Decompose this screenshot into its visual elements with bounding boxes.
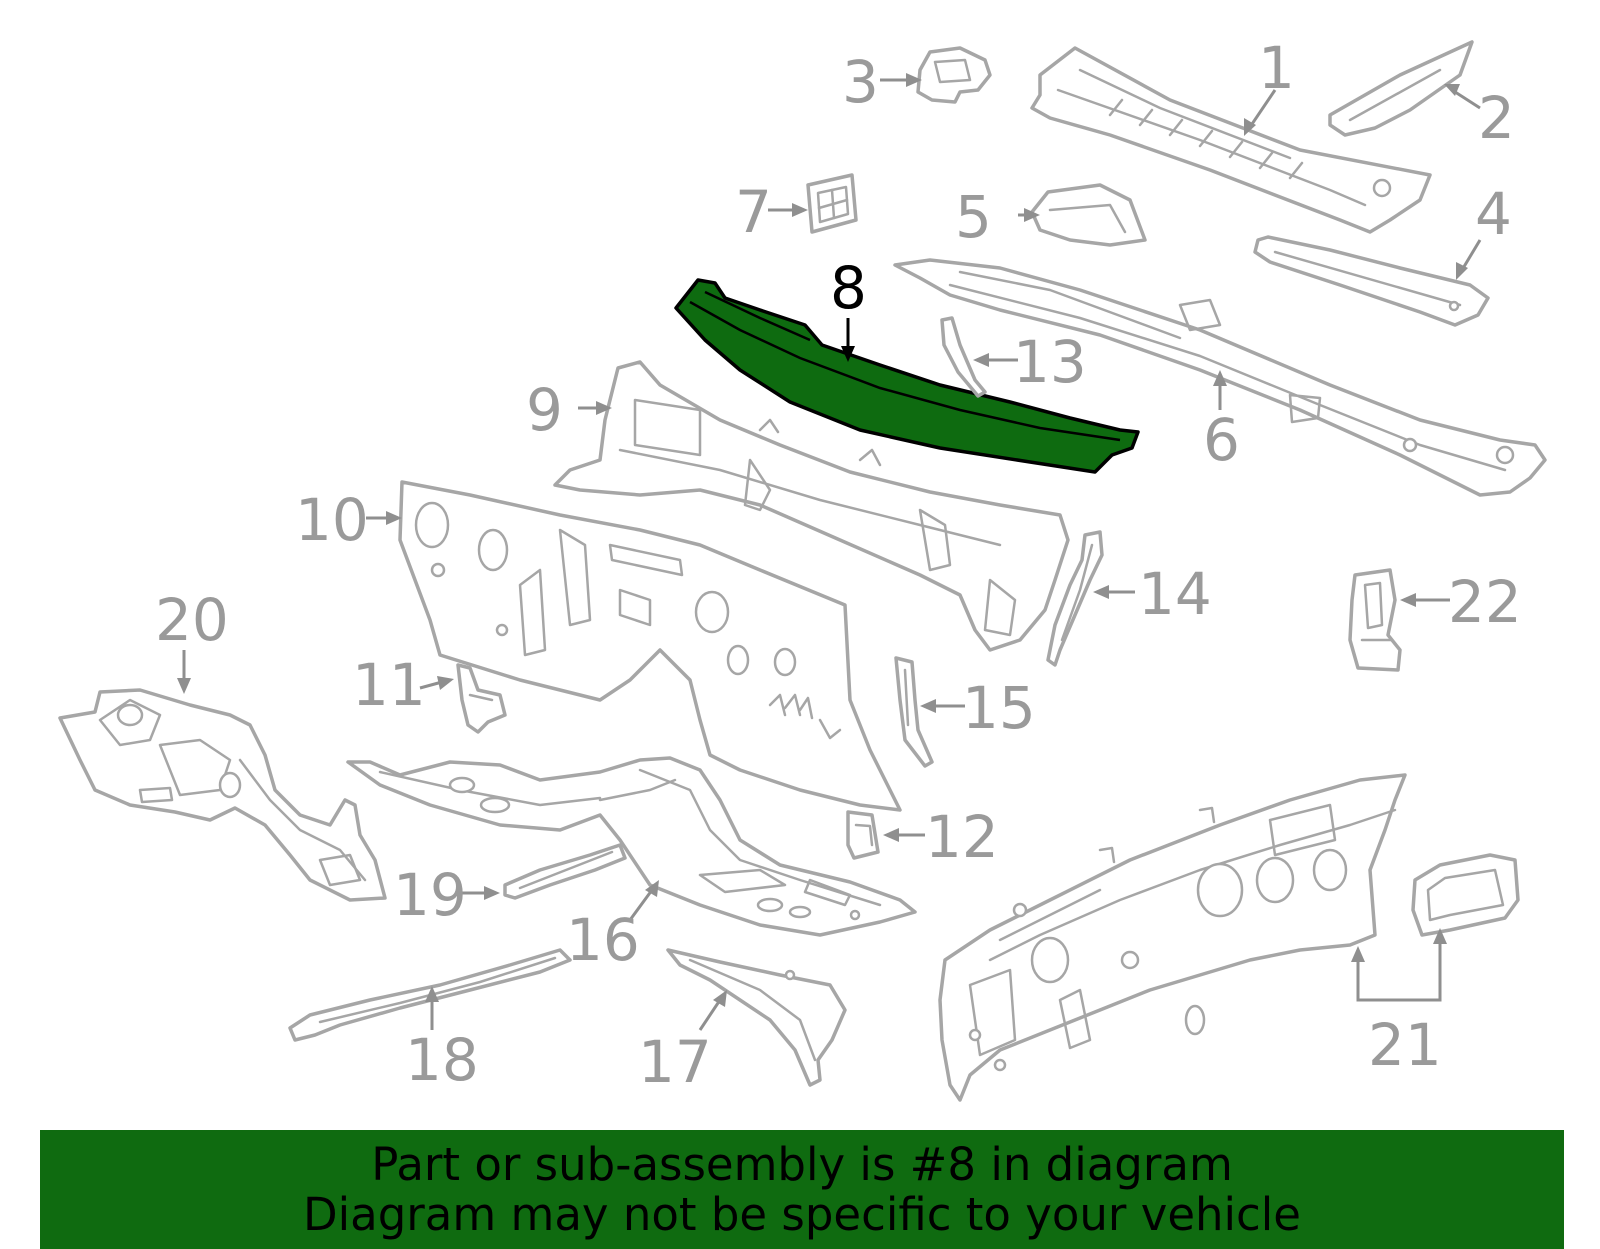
callout-5: 5 bbox=[955, 183, 992, 251]
part-3-bracket[interactable] bbox=[916, 46, 992, 104]
callout-12: 12 bbox=[925, 803, 999, 871]
part-21-dash-assembly[interactable] bbox=[938, 773, 1407, 1102]
part-22-bracket[interactable] bbox=[1348, 568, 1402, 672]
part-8-highlighted[interactable] bbox=[674, 278, 1140, 474]
callout-18: 18 bbox=[405, 1026, 479, 1094]
part-15-brace[interactable] bbox=[894, 656, 934, 768]
part-13-bracket[interactable] bbox=[940, 316, 987, 398]
callout-21: 21 bbox=[1368, 1011, 1442, 1079]
callout-labels: 1 2 3 4 5 6 7 8 9 10 11 12 13 14 15 16 1… bbox=[155, 34, 1522, 1096]
part-4-reinforcement[interactable] bbox=[1253, 235, 1490, 327]
callout-11: 11 bbox=[352, 651, 426, 719]
part-2-side-trim[interactable] bbox=[1328, 40, 1474, 137]
part-14-pillar-brace[interactable] bbox=[1046, 530, 1104, 667]
banner-line-2: Diagram may not be specific to your vehi… bbox=[303, 1187, 1301, 1241]
part-10-dash-panel[interactable] bbox=[398, 480, 902, 812]
callout-14: 14 bbox=[1138, 560, 1212, 628]
callout-3: 3 bbox=[842, 48, 879, 116]
banner-line-1: Part or sub-assembly is #8 in diagram bbox=[371, 1137, 1233, 1191]
part-1-cowl-panel[interactable] bbox=[1030, 46, 1432, 234]
callout-7: 7 bbox=[735, 178, 772, 246]
part-21-cover-plate[interactable] bbox=[1411, 853, 1520, 937]
part-16-floor-pan[interactable] bbox=[346, 756, 917, 937]
part-12-clip[interactable] bbox=[846, 810, 880, 860]
part-7-grommet[interactable] bbox=[806, 173, 858, 234]
callout-15: 15 bbox=[962, 674, 1036, 742]
callout-4: 4 bbox=[1475, 180, 1512, 248]
part-5-cover[interactable] bbox=[1030, 183, 1147, 247]
callout-9: 9 bbox=[526, 376, 563, 444]
part-9-plenum[interactable] bbox=[553, 360, 1070, 652]
callout-20: 20 bbox=[155, 586, 229, 654]
part-19-crossmember[interactable] bbox=[503, 843, 627, 900]
callout-2: 2 bbox=[1478, 84, 1515, 152]
part-17-rail[interactable] bbox=[666, 948, 847, 1087]
callout-19: 19 bbox=[393, 861, 467, 929]
callout-22: 22 bbox=[1448, 568, 1522, 636]
callout-10: 10 bbox=[295, 486, 369, 554]
part-11-bracket[interactable] bbox=[456, 663, 507, 734]
part-20-wheelhouse[interactable] bbox=[58, 688, 387, 902]
callout-6: 6 bbox=[1203, 406, 1240, 474]
callout-17: 17 bbox=[638, 1028, 712, 1096]
callout-1: 1 bbox=[1258, 34, 1295, 102]
info-banner: Part or sub-assembly is #8 in diagram Di… bbox=[40, 1130, 1564, 1249]
callout-8: 8 bbox=[830, 254, 867, 322]
callout-13: 13 bbox=[1013, 328, 1087, 396]
leader-lines bbox=[177, 73, 1482, 1031]
callout-16: 16 bbox=[566, 906, 640, 974]
